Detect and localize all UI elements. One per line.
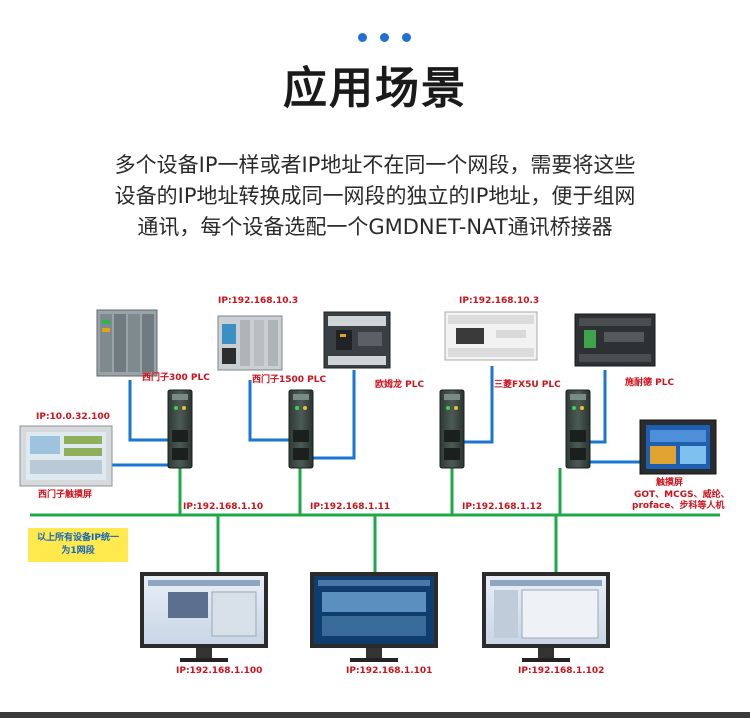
dot xyxy=(358,33,367,42)
description-line: 通讯，每个设备选配一个GMDNET-NAT通讯桥接器 xyxy=(137,215,613,239)
plc-link-line xyxy=(462,366,494,444)
touchscreen-hmi-icon xyxy=(639,419,717,475)
plc-name-label: 欧姆龙 PLC xyxy=(375,380,425,390)
plc-link-line xyxy=(128,380,168,442)
plc-ip-label: IP:192.168.10.3 xyxy=(459,296,540,306)
plc-link-line xyxy=(312,370,356,460)
monitor-scada-icon xyxy=(140,572,268,662)
description: 多个设备IP一样或者IP地址不在同一个网段，需要将这些 设备的IP地址转换成同一… xyxy=(60,150,690,243)
gmdnet-nat-gateway-icon xyxy=(565,389,591,469)
network-note-line: 以上所有设备IP统一 xyxy=(37,533,119,543)
schneider-plc-icon xyxy=(574,313,656,367)
plc-name-label: 西门子300 PLC xyxy=(142,373,210,383)
network-note: 以上所有设备IP统一 为1网段 xyxy=(28,528,128,562)
gateway-ip-label: IP:192.168.1.11 xyxy=(310,502,391,512)
monitor-scada-icon xyxy=(482,572,610,662)
bottom-bar xyxy=(0,712,750,718)
hmi-name-label: 触摸屏 xyxy=(656,478,684,488)
gmdnet-nat-gateway-icon xyxy=(167,389,193,469)
plc-name-label: 西门子1500 PLC xyxy=(252,375,327,385)
hmi-brands-label: proface、步科等人机 xyxy=(632,501,725,511)
title-dots xyxy=(358,33,412,43)
network-note-line: 为1网段 xyxy=(61,546,95,556)
description-line: 设备的IP地址转换成同一网段的独立的IP地址，便于组网 xyxy=(114,184,636,208)
mitsubishi-fx5u-plc-icon xyxy=(444,311,538,361)
computer-ip-label: IP:192.168.1.100 xyxy=(176,666,263,676)
dot xyxy=(380,33,389,42)
diagram-graphics xyxy=(19,309,720,662)
computer-ip-label: IP:192.168.1.102 xyxy=(518,666,605,676)
computer-ip-label: IP:192.168.1.101 xyxy=(346,666,433,676)
dot xyxy=(402,33,411,42)
page-title: 应用场景 xyxy=(283,63,467,114)
gmdnet-nat-gateway-icon xyxy=(288,389,314,469)
hmi-name-label: 西门子触摸屏 xyxy=(38,490,93,500)
gateway-ip-label: IP:192.168.1.12 xyxy=(462,502,543,512)
plc-link-line xyxy=(248,380,290,442)
siemens-s7-1500-plc-icon xyxy=(217,315,283,371)
siemens-touchscreen-icon xyxy=(19,425,113,487)
monitor-scada-icon xyxy=(310,572,438,662)
gateway-ip-label: IP:192.168.1.10 xyxy=(183,502,264,512)
plc-name-label: 三菱FX5U PLC xyxy=(494,380,561,390)
network-diagram: IP:192.168.10.3 IP:192.168.10.3 西门子300 P… xyxy=(0,290,750,712)
description-line: 多个设备IP一样或者IP地址不在同一个网段，需要将这些 xyxy=(114,153,636,177)
hmi-brands-label: GOT、MCGS、威纶、 xyxy=(634,490,730,500)
plc-ip-label: IP:192.168.10.3 xyxy=(218,296,299,306)
plc-name-label: 施耐德 PLC xyxy=(625,378,675,388)
hmi-ip-label: IP:10.0.32.100 xyxy=(36,412,110,422)
siemens-s7-300-plc-icon xyxy=(96,309,158,377)
gmdnet-nat-gateway-icon xyxy=(439,389,465,469)
omron-plc-icon xyxy=(323,311,391,369)
